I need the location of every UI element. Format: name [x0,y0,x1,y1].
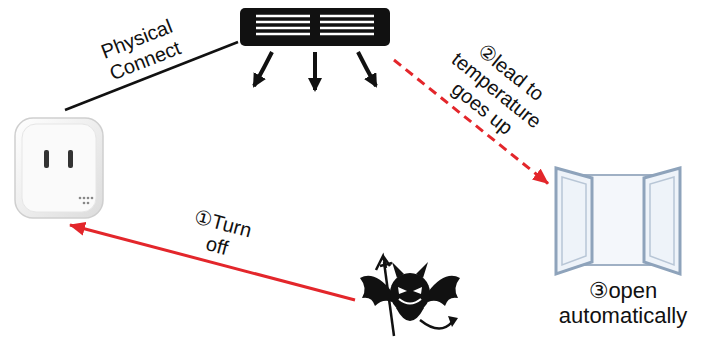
attacker-devil-icon [360,256,460,336]
window-node: ③open automatically [548,165,698,333]
air-conditioner-node [238,5,394,105]
node-caption: ③open automatically [548,278,698,329]
smart-plug-icon [15,118,103,218]
edge-label: ②lead to temperature goes up [426,25,567,157]
smart-plug-node [10,110,110,225]
attacker-node [355,262,465,338]
edge-label: Physical Connect [82,8,201,91]
window-icon [556,168,680,274]
air-conditioner-icon [240,8,390,90]
edge-label: ①Turn off [177,204,262,268]
